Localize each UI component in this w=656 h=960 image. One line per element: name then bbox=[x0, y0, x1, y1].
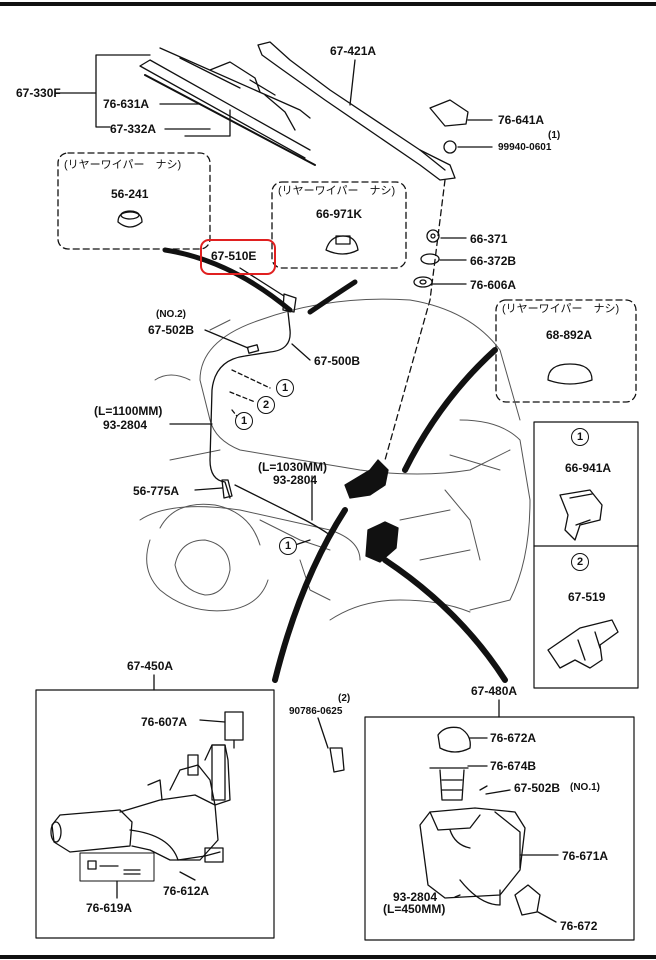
callout-1-a: 1 bbox=[276, 379, 294, 397]
label-56-775A: 56-775A bbox=[133, 484, 180, 498]
label-99940-qty: (1) bbox=[548, 130, 561, 141]
legend-clip-2-number: 2 bbox=[571, 553, 589, 571]
label-67-332A: 67-332A bbox=[110, 122, 157, 136]
note-rear-wiper-none-1: (リヤーワイパー ナシ) bbox=[64, 159, 182, 171]
label-67-450A: 67-450A bbox=[127, 659, 174, 673]
label-76-619A: 76-619A bbox=[86, 901, 133, 915]
label-93-2804-c: 93-2804 bbox=[393, 890, 438, 904]
label-67-500B: 67-500B bbox=[314, 354, 361, 368]
callout-1-b: 1 bbox=[235, 412, 253, 430]
label-66-971K: 66-971K bbox=[316, 207, 363, 221]
label-99940-0601: 99940-0601 bbox=[498, 142, 552, 153]
label-90786-qty: (2) bbox=[338, 693, 351, 704]
label-hose-1030mm: (L=1030MM) bbox=[258, 460, 328, 474]
label-93-2804-b: 93-2804 bbox=[273, 473, 318, 487]
callout-2: 2 bbox=[257, 396, 275, 414]
label-66-371: 66-371 bbox=[470, 232, 508, 246]
wiper-motor-silhouette bbox=[344, 459, 399, 563]
label-76-674B: 76-674B bbox=[490, 759, 537, 773]
label-67-502B: 67-502B bbox=[148, 323, 195, 337]
label-76-671A: 76-671A bbox=[562, 849, 609, 863]
note-rear-wiper-none-3: (リヤーワイパー ナシ) bbox=[502, 303, 620, 315]
clip-67-519-drawing bbox=[547, 619, 619, 669]
clip-66-941A-drawing bbox=[559, 489, 603, 541]
vehicle-outline bbox=[139, 298, 531, 621]
wiper-arm bbox=[257, 41, 456, 181]
label-76-641A: 76-641A bbox=[498, 113, 545, 127]
label-67-480A: 67-480A bbox=[471, 684, 518, 698]
legend-clip-1-number: 1 bbox=[571, 428, 589, 446]
label-67-510E: 67-510E bbox=[211, 249, 257, 263]
label-76-612A: 76-612A bbox=[163, 884, 210, 898]
label-76-631A: 76-631A bbox=[103, 97, 150, 111]
legend-clip-2-part: 67-519 bbox=[568, 590, 606, 604]
label-67-502B-no2: (NO.2) bbox=[156, 309, 186, 320]
wiper-blade bbox=[139, 47, 316, 166]
legend-clip-1-part: 66-941A bbox=[565, 461, 612, 475]
label-76-672A: 76-672A bbox=[490, 731, 537, 745]
label-93-2804-a: 93-2804 bbox=[103, 418, 148, 432]
label-66-372B: 66-372B bbox=[470, 254, 517, 268]
label-hose-450mm: (L=450MM) bbox=[383, 902, 446, 916]
label-67-502B-no1: (NO.1) bbox=[570, 782, 600, 793]
label-67-330F: 67-330F bbox=[16, 86, 61, 100]
label-67-421A: 67-421A bbox=[330, 44, 377, 58]
label-90786-0625: 90786-0625 bbox=[289, 706, 343, 717]
label-76-672: 76-672 bbox=[560, 919, 598, 933]
label-68-892A: 68-892A bbox=[546, 328, 593, 342]
washer-tank bbox=[317, 717, 559, 923]
callout-1-c: 1 bbox=[279, 537, 297, 555]
note-rear-wiper-none-2: (リヤーワイパー ナシ) bbox=[278, 185, 396, 197]
label-76-607A: 76-607A bbox=[141, 715, 188, 729]
rear-wiper-motor bbox=[50, 711, 244, 881]
label-67-502B-tank: 67-502B bbox=[514, 781, 561, 795]
label-hose-1100mm: (L=1100MM) bbox=[94, 404, 163, 418]
highlight-ring-67-510E bbox=[200, 239, 276, 275]
label-76-606A: 76-606A bbox=[470, 278, 517, 292]
label-56-241: 56-241 bbox=[111, 187, 149, 201]
